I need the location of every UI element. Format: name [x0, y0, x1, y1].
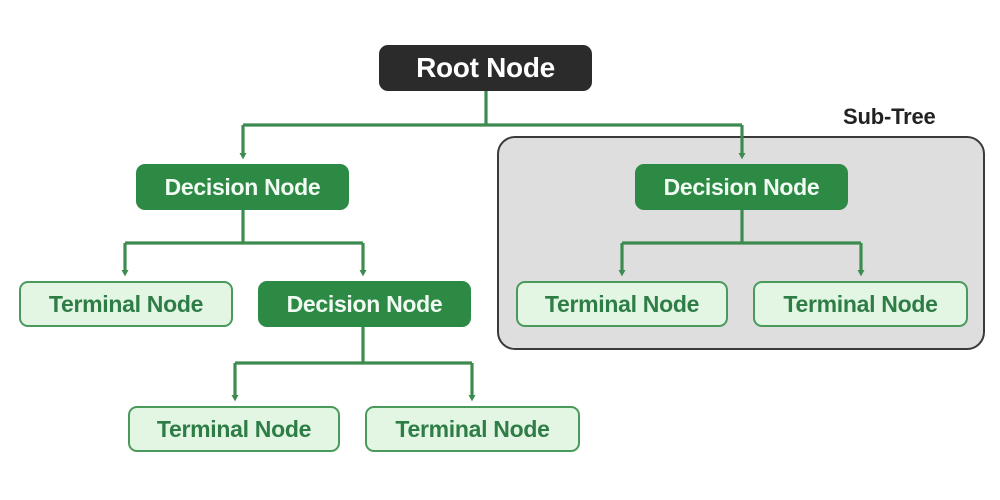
subtree-label: Sub-Tree	[843, 104, 936, 129]
node-terminal-bottom-1[interactable]: Terminal Node	[128, 406, 340, 452]
node-terminal-bottom-2[interactable]: Terminal Node	[365, 406, 580, 452]
node-root[interactable]: Root Node	[379, 45, 592, 91]
node-terminal-left-1[interactable]: Terminal Node	[19, 281, 233, 327]
node-terminal-sub-1[interactable]: Terminal Node	[516, 281, 728, 327]
node-decision-right[interactable]: Decision Node	[635, 164, 848, 210]
node-terminal-sub-2[interactable]: Terminal Node	[753, 281, 968, 327]
node-decision-left[interactable]: Decision Node	[136, 164, 349, 210]
node-decision-mid[interactable]: Decision Node	[258, 281, 471, 327]
